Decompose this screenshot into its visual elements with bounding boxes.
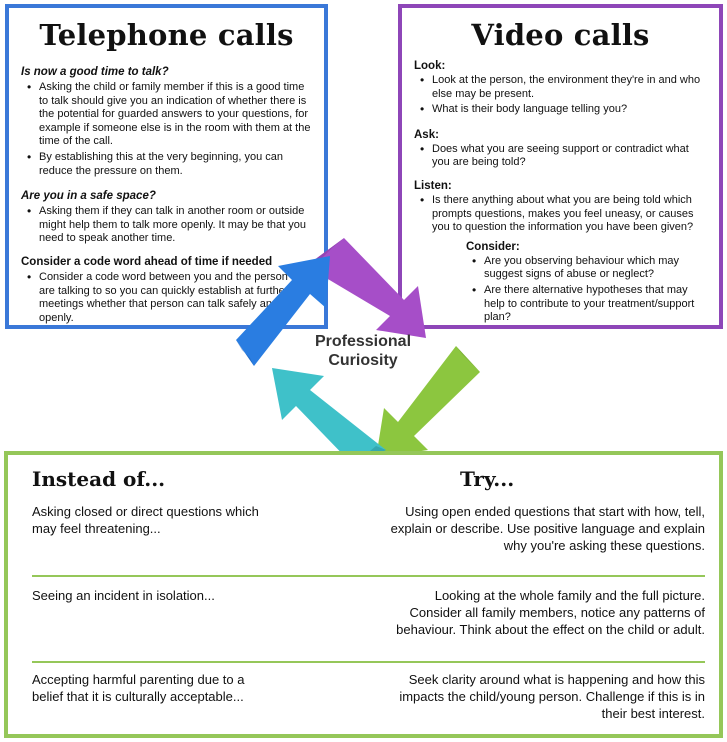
bullet: What is their body language telling you? [420, 103, 707, 117]
instead-of-heading: Instead of... [32, 467, 166, 491]
bullet: Consider a code word between you and the… [27, 271, 312, 325]
vid-section-look: Look: Look at the person, the environmen… [414, 60, 707, 117]
professional-curiosity-label: Professional Curiosity [301, 332, 425, 370]
section-heading: Is now a good time to talk? [21, 66, 169, 78]
try-row-2: Looking at the whole family and the full… [396, 588, 705, 637]
tel-section-good-time: Is now a good time to talk? Asking the c… [21, 66, 312, 178]
centre-label-line2: Curiosity [328, 352, 398, 369]
vid-section-consider: Consider: Are you observing behaviour wh… [466, 241, 707, 325]
blue-arrow-icon [236, 256, 330, 366]
instead-row-1: Asking closed or direct questions which … [32, 504, 259, 536]
section-heading: Look: [414, 60, 446, 72]
row-divider [32, 575, 705, 577]
instead-of-try-panel: Instead of... Try... Asking closed or di… [4, 451, 723, 738]
bullet: Does what you are seeing support or cont… [420, 143, 707, 170]
section-heading: Ask: [414, 128, 439, 141]
telephone-calls-panel: Telephone calls Is now a good time to ta… [5, 4, 328, 329]
row-divider [32, 661, 705, 663]
bullet: Asking them if they can talk in another … [27, 205, 312, 246]
section-heading: Are you in a safe space? [21, 190, 156, 203]
telephone-title: Telephone calls [39, 18, 294, 52]
section-heading: Consider: [466, 240, 520, 253]
tel-section-code-word: Consider a code word ahead of time if ne… [21, 256, 312, 325]
section-heading: Consider a code word ahead of time if ne… [21, 255, 273, 268]
bullet: Look at the person, the environment they… [420, 74, 707, 101]
try-row-1: Using open ended questions that start wi… [390, 504, 705, 553]
video-calls-panel: Video calls Look: Look at the person, th… [398, 4, 723, 329]
bullet: Asking the child or family member if thi… [27, 81, 312, 149]
instead-row-2: Seeing an incident in isolation... [32, 588, 215, 603]
try-heading: Try... [460, 467, 515, 491]
green-arrow-icon [376, 346, 480, 458]
instead-row-3: Accepting harmful parenting due to a bel… [32, 672, 245, 704]
bullet: Are there alternative hypotheses that ma… [472, 284, 707, 325]
professional-curiosity-cycle-diagram [236, 238, 480, 466]
try-row-3: Seek clarity around what is happening an… [399, 672, 705, 721]
section-heading: Listen: [414, 179, 452, 192]
bullet: Is there anything about what you are bei… [420, 194, 707, 235]
video-title: Video calls [471, 18, 650, 52]
vid-section-ask: Ask: Does what you are seeing support or… [414, 129, 707, 170]
bullet: By establishing this at the very beginni… [27, 151, 312, 178]
tel-section-safe-space: Are you in a safe space? Asking them if … [21, 190, 312, 246]
bullet: Are you observing behaviour which may su… [472, 255, 707, 282]
centre-label-line1: Professional [314, 333, 412, 350]
vid-section-listen: Listen: Is there anything about what you… [414, 180, 707, 235]
